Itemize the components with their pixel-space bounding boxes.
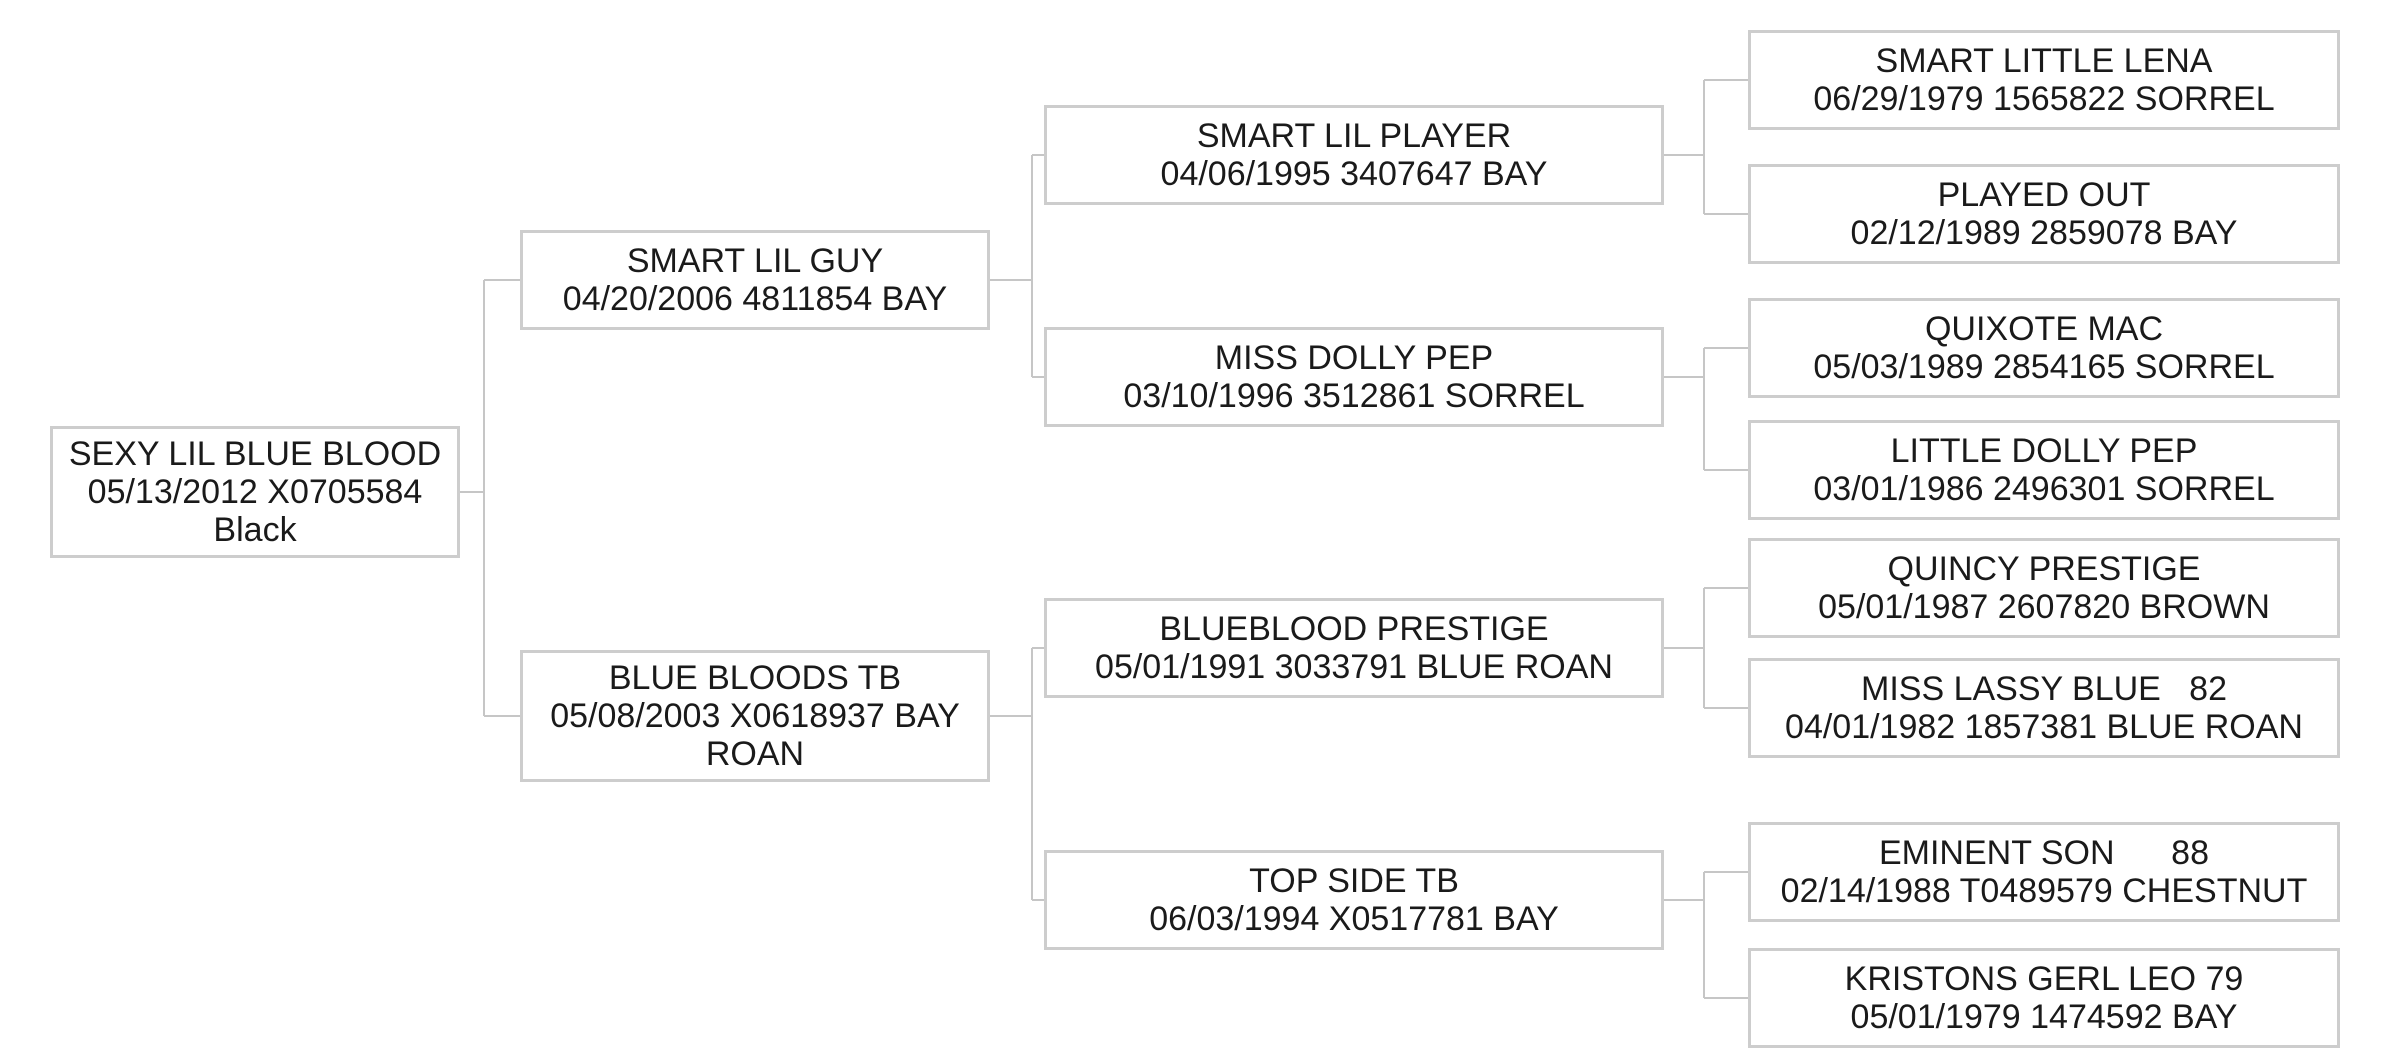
horse-name: SMART LIL GUY [626, 242, 884, 280]
horse-name: TOP SIDE TB [1249, 862, 1459, 900]
horse-details: 02/12/1989 2859078 BAY [1850, 214, 2238, 252]
horse-details: 06/03/1994 X0517781 BAY [1149, 900, 1559, 938]
horse-details: 04/01/1982 1857381 BLUE ROAN [1785, 708, 2303, 746]
horse-details: 04/06/1995 3407647 BAY [1160, 155, 1548, 193]
horse-name: BLUE BLOODS TB [608, 659, 902, 697]
node-quincy-prestige: QUINCY PRESTIGE 05/01/1987 2607820 BROWN [1748, 538, 2340, 638]
node-miss-lassy-blue: MISS LASSY BLUE 82 04/01/1982 1857381 BL… [1748, 658, 2340, 758]
horse-details: 02/14/1988 T0489579 CHESTNUT [1780, 872, 2308, 910]
horse-name: MISS LASSY BLUE 82 [1861, 670, 2227, 708]
node-miss-dolly-pep: MISS DOLLY PEP 03/10/1996 3512861 SORREL [1044, 327, 1664, 427]
horse-details: 03/10/1996 3512861 SORREL [1123, 377, 1585, 415]
horse-name: PLAYED OUT [1937, 176, 2151, 214]
horse-name: MISS DOLLY PEP [1214, 339, 1494, 377]
node-blueblood-prestige: BLUEBLOOD PRESTIGE 05/01/1991 3033791 BL… [1044, 598, 1664, 698]
bracket-root [460, 279, 520, 717]
horse-details: 05/01/1979 1474592 BAY [1850, 998, 2238, 1036]
bracket-g3b [1664, 347, 1748, 471]
bracket-g3a [1664, 79, 1748, 215]
horse-name: QUIXOTE MAC [1924, 310, 2164, 348]
horse-details: 05/03/1989 2854165 SORREL [1813, 348, 2275, 386]
horse-name: SMART LIL PLAYER [1196, 117, 1512, 155]
horse-details: 03/01/1986 2496301 SORREL [1813, 470, 2275, 508]
horse-name: BLUEBLOOD PRESTIGE [1159, 610, 1549, 648]
node-kristons-gerl-leo: KRISTONS GERL LEO 79 05/01/1979 1474592 … [1748, 948, 2340, 1048]
horse-name: EMINENT SON 88 [1878, 834, 2209, 872]
node-top-side-tb: TOP SIDE TB 06/03/1994 X0517781 BAY [1044, 850, 1664, 950]
horse-name: LITTLE DOLLY PEP [1890, 432, 2198, 470]
horse-details: 04/20/2006 4811854 BAY [562, 280, 948, 318]
node-quixote-mac: QUIXOTE MAC 05/03/1989 2854165 SORREL [1748, 298, 2340, 398]
node-smart-little-lena: SMART LITTLE LENA 06/29/1979 1565822 SOR… [1748, 30, 2340, 130]
horse-details: 05/08/2003 X0618937 BAY ROAN [550, 697, 970, 773]
horse-details: 05/01/1987 2607820 BROWN [1818, 588, 2270, 626]
node-smart-lil-player: SMART LIL PLAYER 04/06/1995 3407647 BAY [1044, 105, 1664, 205]
node-played-out: PLAYED OUT 02/12/1989 2859078 BAY [1748, 164, 2340, 264]
horse-name: KRISTONS GERL LEO 79 [1844, 960, 2244, 998]
node-sexy-lil-blue-blood: SEXY LIL BLUE BLOOD 05/13/2012 X0705584 … [50, 426, 460, 558]
horse-name: SEXY LIL BLUE BLOOD [68, 435, 442, 473]
horse-name: SMART LITTLE LENA [1875, 42, 2213, 80]
horse-details: 05/13/2012 X0705584 Black [87, 473, 432, 549]
horse-name: QUINCY PRESTIGE [1887, 550, 2201, 588]
node-blue-bloods-tb: BLUE BLOODS TB 05/08/2003 X0618937 BAY R… [520, 650, 990, 782]
bracket-dam [990, 647, 1044, 901]
horse-details: 06/29/1979 1565822 SORREL [1813, 80, 2275, 118]
node-smart-lil-guy: SMART LIL GUY 04/20/2006 4811854 BAY [520, 230, 990, 330]
bracket-g3d [1664, 871, 1748, 999]
node-eminent-son: EMINENT SON 88 02/14/1988 T0489579 CHEST… [1748, 822, 2340, 922]
bracket-sire [990, 154, 1044, 378]
horse-details: 05/01/1991 3033791 BLUE ROAN [1095, 648, 1613, 686]
bracket-g3c [1664, 587, 1748, 709]
node-little-dolly-pep: LITTLE DOLLY PEP 03/01/1986 2496301 SORR… [1748, 420, 2340, 520]
